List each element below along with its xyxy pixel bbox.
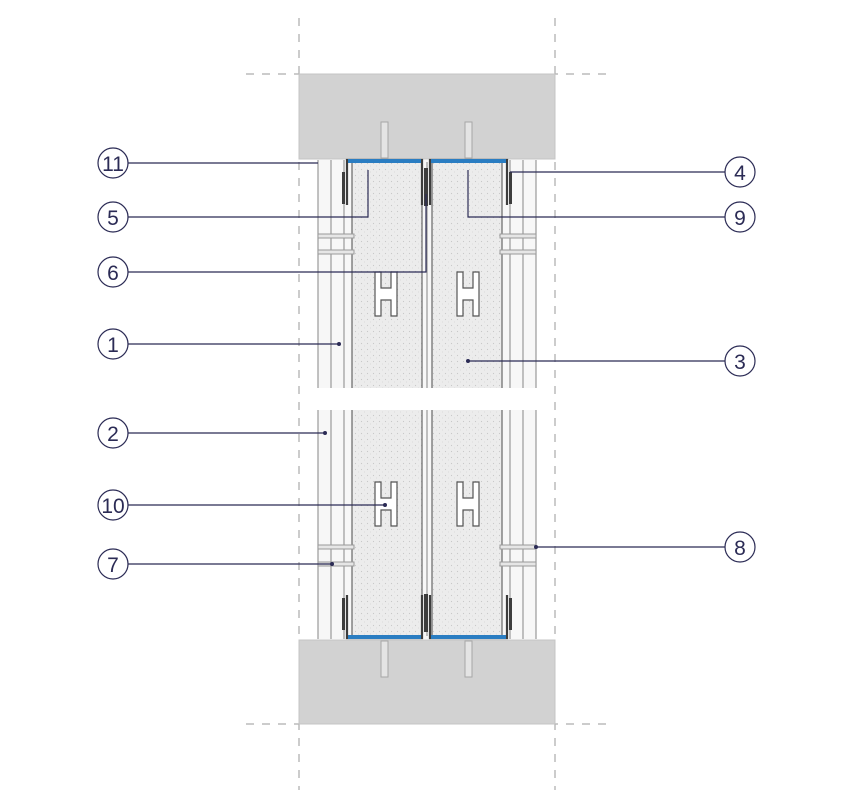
svg-text:4: 4 — [734, 162, 746, 185]
svg-text:2: 2 — [107, 423, 119, 446]
callout-7: 7 — [97, 548, 129, 580]
callout-1: 1 — [97, 328, 129, 360]
callout-10: 10 — [97, 489, 129, 521]
svg-text:1: 1 — [107, 334, 119, 357]
callout-5: 5 — [97, 201, 129, 233]
joint-strips — [342, 168, 512, 632]
callout-3: 3 — [724, 345, 756, 377]
svg-text:10: 10 — [101, 495, 124, 518]
svg-text:8: 8 — [734, 537, 746, 560]
callout-9: 9 — [724, 201, 756, 233]
leader-dots — [323, 342, 538, 566]
slab-anchors — [380, 121, 473, 678]
top-slab — [298, 73, 556, 160]
callout-11: 11 — [97, 147, 129, 179]
callout-4: 4 — [724, 156, 756, 188]
leader-lines — [128, 162, 725, 565]
callout-8: 8 — [724, 531, 756, 563]
stud-punchouts — [374, 271, 480, 527]
svg-text:7: 7 — [107, 554, 119, 577]
svg-text:5: 5 — [107, 207, 119, 230]
board-screws — [317, 233, 537, 567]
svg-text:3: 3 — [734, 351, 746, 374]
callout-2: 2 — [97, 417, 129, 449]
callout-6: 6 — [97, 256, 129, 288]
bottom-slab — [298, 639, 556, 725]
svg-text:9: 9 — [734, 207, 746, 230]
sealing-tape — [348, 159, 506, 639]
svg-text:6: 6 — [107, 262, 119, 285]
svg-text:11: 11 — [102, 153, 124, 176]
